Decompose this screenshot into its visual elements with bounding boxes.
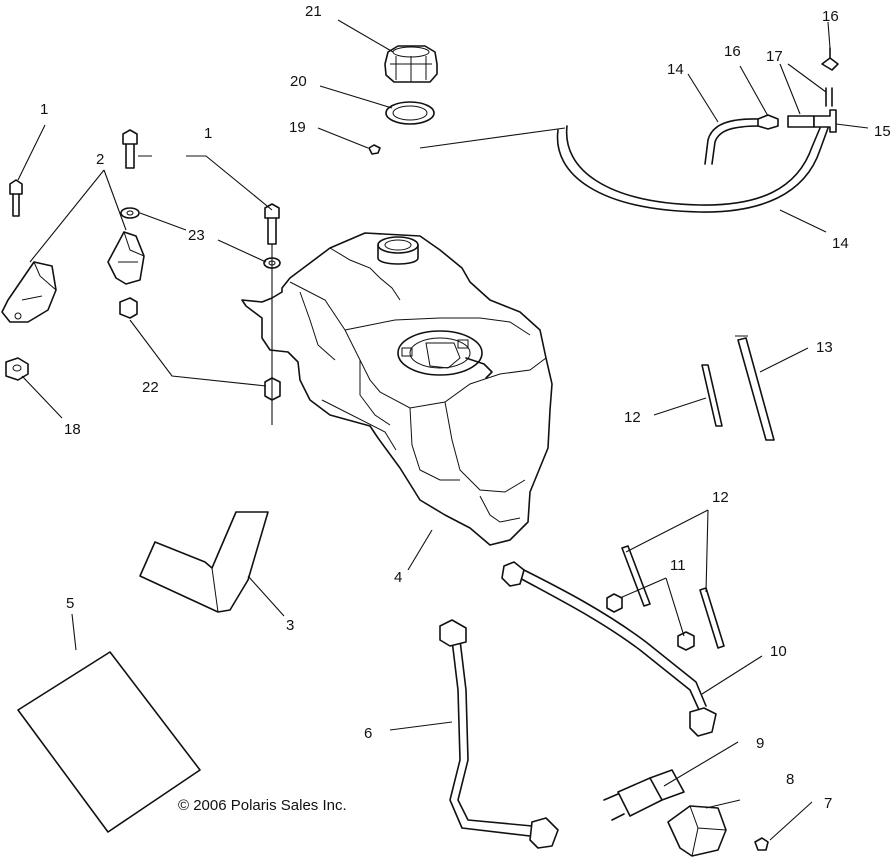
- fuel-line-supply: [439, 619, 559, 849]
- callout-16: 16: [724, 43, 741, 60]
- callout-16-upper: 16: [822, 8, 839, 25]
- hex-nut: [5, 357, 29, 381]
- callout-18: 18: [64, 421, 81, 438]
- callout-1-left: 1: [40, 101, 48, 118]
- callout-11: 11: [670, 557, 686, 574]
- callout-6: 6: [364, 725, 372, 742]
- fuel-cap: [384, 45, 438, 83]
- callout-7: 7: [824, 795, 832, 812]
- hose-clip-small: [368, 144, 381, 155]
- callout-4: 4: [394, 569, 402, 586]
- clamp-b: [677, 631, 695, 651]
- callout-12-lower: 12: [712, 489, 729, 506]
- pad-sheet: [17, 651, 201, 833]
- callout-2: 2: [96, 151, 104, 168]
- bolt-upper: [122, 129, 138, 169]
- strap-bottom-a: [621, 545, 651, 607]
- callout-23: 23: [188, 227, 205, 244]
- fuel-line-return: [501, 561, 717, 737]
- callout-17: 17: [766, 48, 783, 65]
- bracket-left: [1, 261, 57, 323]
- callout-14-lower: 14: [832, 235, 849, 252]
- callout-5: 5: [66, 595, 74, 612]
- callout-19: 19: [289, 119, 306, 136]
- callout-15: 15: [874, 123, 891, 140]
- callout-8: 8: [786, 771, 794, 788]
- clamp-a: [606, 593, 623, 613]
- callout-12-upper: 12: [624, 409, 641, 426]
- callout-numbers: 21 20 19 16 16 17 14 15 14 1 1 2 23 22 1…: [40, 3, 891, 812]
- strap-right: [701, 364, 723, 427]
- callout-1-upper: 1: [204, 125, 212, 142]
- bracket-center: [107, 231, 145, 285]
- callout-13: 13: [816, 339, 833, 356]
- strap-bottom-b: [699, 587, 725, 649]
- strap-long: [735, 335, 775, 441]
- callout-22: 22: [142, 379, 159, 396]
- screw: [754, 837, 769, 851]
- spacer-left: [119, 297, 138, 319]
- copyright-notice: © 2006 Polaris Sales Inc.: [178, 797, 347, 814]
- foam-pad: [139, 511, 269, 613]
- fuel-tank: [241, 232, 553, 546]
- callout-3: 3: [286, 617, 294, 634]
- washer-upper: [120, 207, 140, 219]
- callout-9: 9: [756, 735, 764, 752]
- callout-14-upper: 14: [667, 61, 684, 78]
- filter-bracket: [667, 805, 727, 857]
- vent-hose-assembly: [556, 47, 839, 213]
- leader-lines: [17, 19, 869, 841]
- callout-20: 20: [290, 73, 307, 90]
- cap-gasket: [385, 101, 435, 125]
- bolt-left: [9, 179, 23, 217]
- callout-21: 21: [305, 3, 322, 20]
- fuel-filter: [603, 769, 685, 821]
- callout-10: 10: [770, 643, 787, 660]
